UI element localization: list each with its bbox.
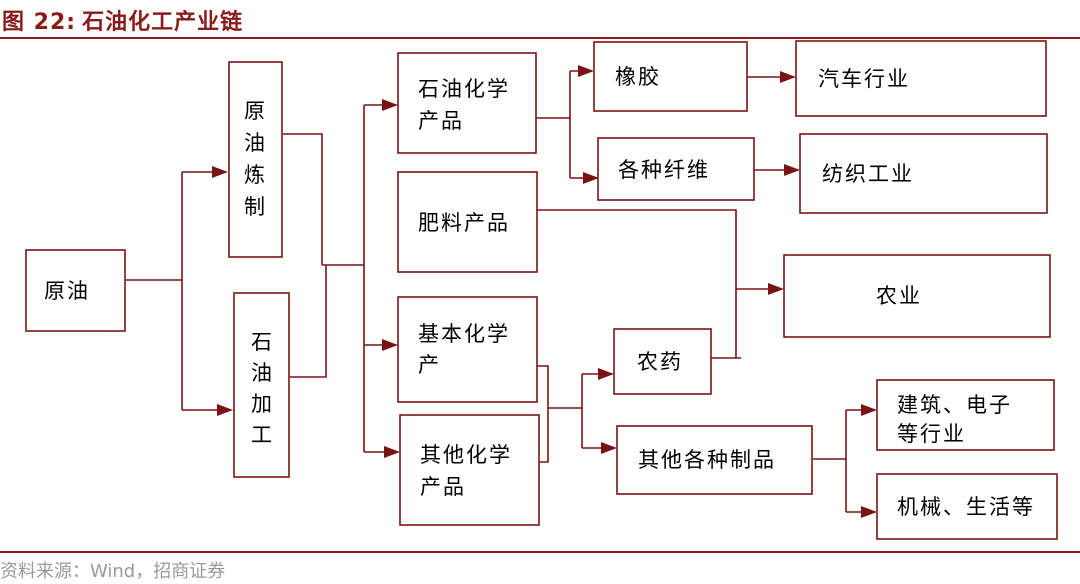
connectors	[126, 65, 877, 518]
node-petrochemical: 石油化学 产品	[397, 52, 537, 154]
node-agriculture: 农业	[783, 254, 1051, 338]
node-other-chemical-line-1: 其他化学	[420, 443, 512, 467]
node-auto: 汽车行业	[795, 40, 1047, 117]
node-textile: 纺织工业	[799, 133, 1048, 214]
node-other-products: 其他各种制品	[616, 425, 813, 495]
edge-fertilizer-out	[537, 209, 737, 358]
node-petrochemical-line-1: 石油化学	[418, 77, 510, 101]
node-basic-chemical-line-2: 产	[418, 353, 441, 377]
figure-title-text: 石油化工产业链	[82, 10, 244, 35]
node-processing-char-2: 油	[251, 361, 274, 385]
node-processing: 石 油 加 工	[233, 292, 290, 478]
node-other-products-label: 其他各种制品	[638, 448, 776, 472]
node-processing-char-4: 工	[251, 423, 274, 447]
node-petrochemical-line-2: 产品	[418, 109, 464, 133]
node-pesticide: 农药	[613, 328, 712, 395]
node-processing-char-3: 加	[251, 392, 274, 416]
node-refining-char-1: 原	[244, 99, 267, 123]
node-rubber: 橡胶	[593, 41, 748, 112]
node-refining: 原 油 炼 制	[228, 61, 283, 258]
node-crude-oil: 原油	[25, 249, 126, 332]
node-refining-char-4: 制	[244, 195, 267, 219]
node-crude-oil-label: 原油	[44, 279, 90, 303]
edge-other-chemical-out	[539, 408, 549, 463]
node-basic-chemical: 基本化学 产	[397, 296, 538, 403]
node-auto-label: 汽车行业	[818, 67, 910, 91]
edge-basic-chemical-out	[537, 365, 549, 408]
node-fertilizer: 肥料产品	[397, 171, 538, 273]
node-machinery: 机械、生活等	[876, 473, 1058, 540]
source-note: 资料来源：Wind，招商证券	[0, 561, 226, 582]
node-other-chemical-line-2: 产品	[420, 475, 466, 499]
figure-header: 图 22:石油化工产业链	[0, 0, 1080, 39]
node-refining-char-2: 油	[244, 131, 267, 155]
node-fertilizer-label: 肥料产品	[418, 211, 510, 235]
bottom-rule	[0, 551, 1080, 553]
top-rule	[0, 37, 1080, 39]
node-refining-char-3: 炼	[244, 163, 267, 187]
figure-title: 图 22:石油化工产业链	[2, 4, 249, 36]
node-textile-label: 纺织工业	[822, 162, 914, 186]
edge-refining-out	[283, 133, 323, 265]
node-agriculture-label: 农业	[876, 284, 922, 308]
node-fiber-label: 各种纤维	[618, 158, 710, 182]
node-fiber: 各种纤维	[597, 137, 755, 201]
edge-processing-out	[290, 265, 327, 378]
node-machinery-label: 机械、生活等	[897, 495, 1035, 519]
node-rubber-label: 橡胶	[615, 65, 661, 89]
figure-number: 图 22:	[2, 10, 77, 35]
node-construction: 建筑、电子 等行业	[876, 379, 1055, 451]
node-other-chemical: 其他化学 产品	[399, 414, 540, 526]
node-processing-char-1: 石	[251, 330, 274, 354]
node-basic-chemical-line-1: 基本化学	[418, 322, 510, 346]
node-construction-line-2: 等行业	[897, 422, 966, 446]
node-construction-line-1: 建筑、电子	[897, 393, 1012, 417]
node-pesticide-label: 农药	[637, 350, 683, 374]
